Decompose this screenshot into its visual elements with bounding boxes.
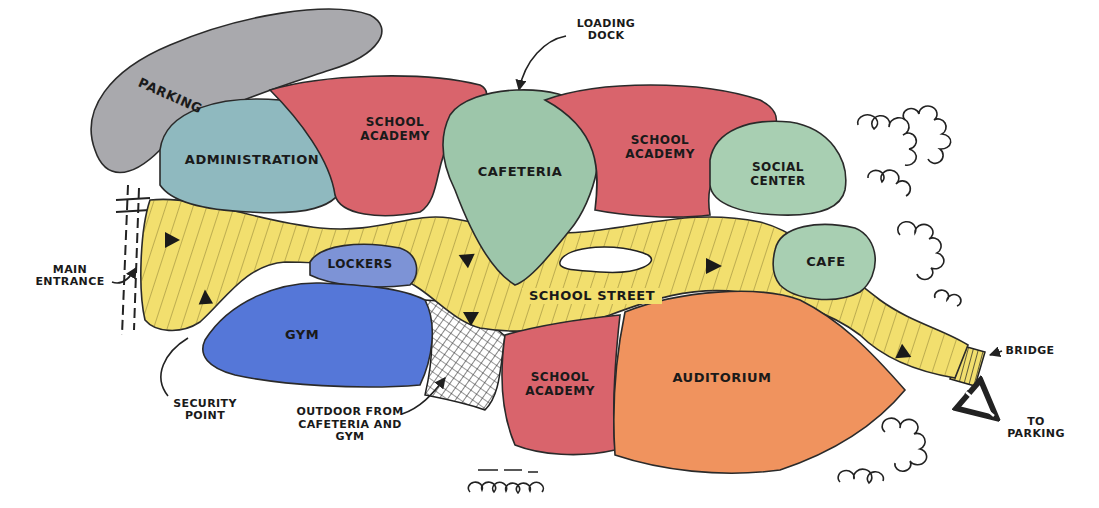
social-zone: SOCIAL CENTER — [705, 115, 850, 220]
zone-label: SCHOOL STREET — [522, 288, 662, 305]
auditorium-zone: AUDITORIUM — [610, 283, 910, 478]
zone-outline — [614, 291, 905, 473]
gym-zone: GYM — [195, 278, 440, 393]
entrance-wall — [116, 198, 150, 212]
zone-label: SOCIAL CENTER — [733, 161, 823, 189]
entrance-wall — [122, 185, 128, 335]
callout-label: BRIDGE — [1002, 345, 1058, 358]
academy-zone: SCHOOL ACADEMY — [498, 312, 626, 462]
leader-line — [161, 338, 188, 396]
direction-arrow — [966, 392, 994, 416]
callout-label: OUTDOOR FROM CAFETERIA AND GYM — [294, 406, 406, 444]
zone-label: SCHOOL ACADEMY — [345, 116, 445, 144]
zone-label: ADMINISTRATION — [177, 153, 327, 168]
zone-outline — [502, 315, 620, 455]
zone-label: LOCKERS — [320, 258, 400, 272]
zone-label: CAFETERIA — [465, 165, 575, 180]
entrance-wall — [134, 188, 139, 330]
zone-outline — [773, 224, 875, 299]
callout-label: TO PARKING — [1004, 416, 1068, 441]
zone-outline — [203, 283, 432, 387]
zone-label: SCHOOL ACADEMY — [610, 134, 710, 162]
direction-arrow — [966, 392, 994, 416]
leader-line — [112, 268, 136, 283]
callout-label: SECURITY POINT — [163, 398, 247, 423]
zone-label: SCHOOL ACADEMY — [515, 371, 605, 399]
zone-label: CAFE — [791, 255, 861, 270]
zone-outline — [310, 244, 417, 287]
zone-outline — [710, 121, 846, 215]
zone-label: AUDITORIUM — [652, 371, 792, 386]
cafe-zone: CAFE — [768, 218, 886, 308]
leader-line — [519, 36, 566, 90]
street-planter — [560, 247, 652, 273]
leader-line — [990, 351, 1002, 355]
zone-label: GYM — [267, 328, 337, 343]
callout-label: LOADING DOCK — [565, 18, 647, 43]
callout-label: MAIN ENTRANCE — [28, 264, 112, 289]
